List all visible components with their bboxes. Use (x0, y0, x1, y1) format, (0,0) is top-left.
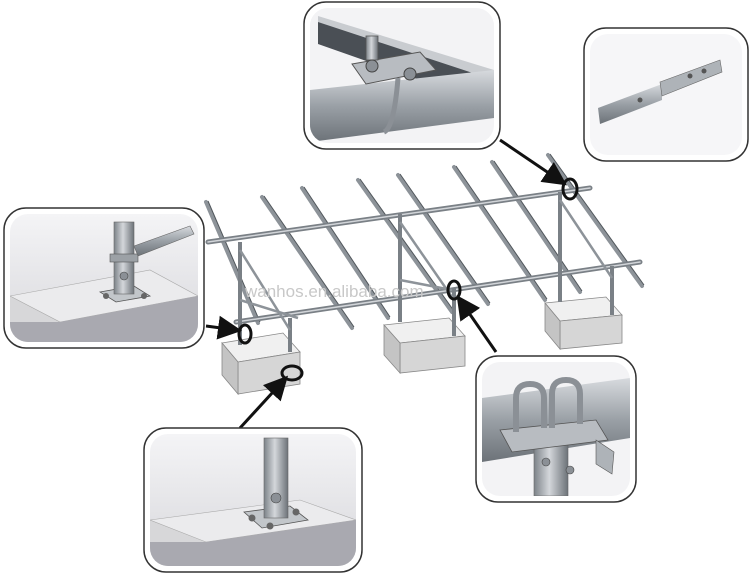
detail-rear-base (143, 427, 363, 573)
detail-rail-clamp (303, 1, 501, 150)
highlight-rings (237, 177, 579, 382)
detail-cross-clamp (475, 355, 637, 503)
detail-rail-splice (583, 27, 749, 162)
concrete-footing (383, 317, 466, 375)
callout-arrows (205, 138, 567, 430)
braces (238, 199, 614, 331)
main-frame: wanhos.en.alibaba.com (204, 153, 645, 396)
concrete-footing (544, 296, 623, 351)
watermark-text: wanhos.en.alibaba.com (244, 282, 424, 301)
detail-front-base (3, 207, 205, 349)
